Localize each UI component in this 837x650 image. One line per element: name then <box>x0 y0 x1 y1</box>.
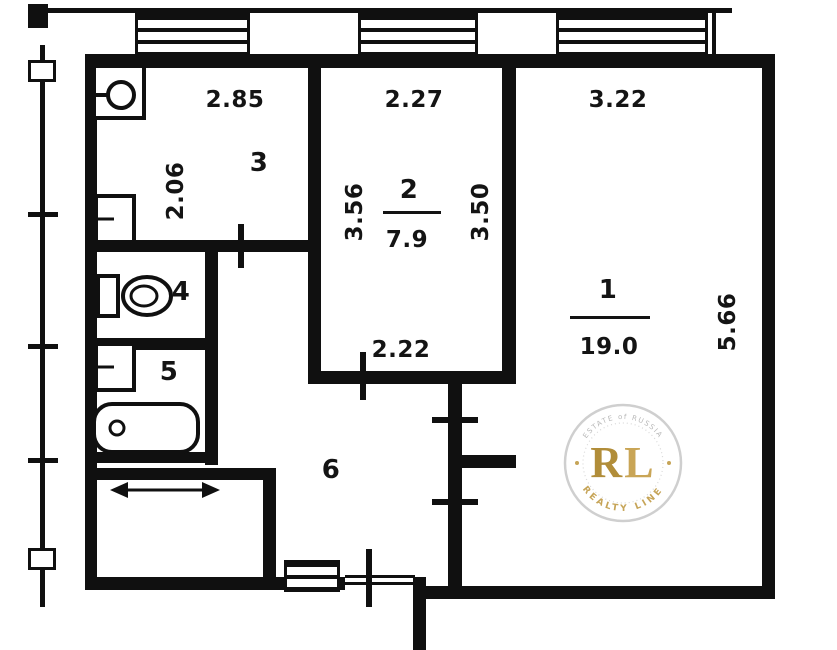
riser-box-lower <box>28 548 56 570</box>
toilet-icon <box>96 274 173 318</box>
wall-bath-bottom <box>97 452 205 463</box>
room6-number: 6 <box>321 455 341 485</box>
dim-room2-depth-left: 3.56 <box>342 182 368 242</box>
room4-number: 4 <box>171 277 191 307</box>
dim-room2-depth-right: 3.50 <box>468 182 494 242</box>
dim-room1-depth-right: 5.66 <box>715 292 741 352</box>
stamp-monogram: RL <box>590 438 655 487</box>
wall-break-mark-1 <box>28 212 58 217</box>
wall-alcove-bottom <box>448 455 516 468</box>
outer-wall-bottom-stub <box>413 577 426 650</box>
wall-room1-left-lower <box>448 384 462 586</box>
door-mark-room1-lower <box>432 499 478 505</box>
washbasin-icon <box>94 342 136 392</box>
room1-area: 19.0 <box>579 334 639 360</box>
dim-room2-width-bottom: 2.22 <box>371 337 431 363</box>
bathtub-icon <box>92 402 200 454</box>
riser-box-upper <box>28 60 56 82</box>
door-mark-room1-upper <box>432 417 478 423</box>
window-balcony-sill <box>284 560 340 592</box>
outer-wall-bottom-right <box>426 586 775 599</box>
exterior-line-top <box>40 8 732 13</box>
room1-number: 1 <box>598 275 618 305</box>
room3-number: 3 <box>249 148 269 178</box>
dim-room1-width-top: 3.22 <box>588 87 648 113</box>
exterior-connector-right <box>712 13 716 54</box>
outer-wall-top <box>85 54 775 68</box>
sink-icon <box>92 64 146 120</box>
stamp-side-dot-left <box>575 461 579 465</box>
door-mark-room2 <box>360 352 366 400</box>
room1-fraction-rule <box>570 316 650 319</box>
wall-wc-bath-right <box>205 252 218 465</box>
window-room2 <box>358 13 478 55</box>
wall-closet-right <box>263 468 276 590</box>
wall-break-mark-2 <box>28 344 58 349</box>
outer-wall-bottom-left <box>85 577 345 590</box>
door-mark-balcony <box>366 549 372 607</box>
wall-room3-bottom <box>97 240 312 252</box>
wardrobe-arrows-icon <box>110 482 220 498</box>
room5-number: 5 <box>159 357 179 387</box>
stamp-side-dot-right <box>667 461 671 465</box>
door-mark-room3 <box>238 224 244 268</box>
wall-room2-bottom <box>308 371 516 384</box>
cabinet-icon <box>94 194 136 244</box>
corner-block <box>28 4 48 28</box>
outer-wall-right <box>762 54 775 599</box>
dim-room2-width-top: 2.27 <box>384 87 444 113</box>
balcony-threshold-line-1 <box>345 575 415 578</box>
window-room3 <box>135 13 250 55</box>
exterior-line-left <box>40 45 45 607</box>
balcony-threshold-line-2 <box>345 582 415 585</box>
room2-fraction-rule <box>383 211 441 214</box>
window-room1 <box>556 13 708 55</box>
stamp-inner-ring <box>582 422 664 504</box>
wall-room2-left <box>308 54 321 384</box>
stamp-outer-ring <box>563 403 683 523</box>
wall-closet-top <box>85 468 276 480</box>
realty-watermark-stamp: RL ESTATE of RUSSIA REALTY LINE <box>563 403 683 523</box>
wall-break-mark-3 <box>28 458 58 463</box>
dim-room3-depth: 2.06 <box>163 161 189 221</box>
outer-wall-left <box>85 54 97 590</box>
room2-number: 2 <box>399 175 419 205</box>
dim-room3-width: 2.85 <box>205 87 265 113</box>
wall-room2-room1 <box>502 54 516 384</box>
room2-area: 7.9 <box>385 227 429 253</box>
wall-wc-bath-divider <box>97 338 205 350</box>
